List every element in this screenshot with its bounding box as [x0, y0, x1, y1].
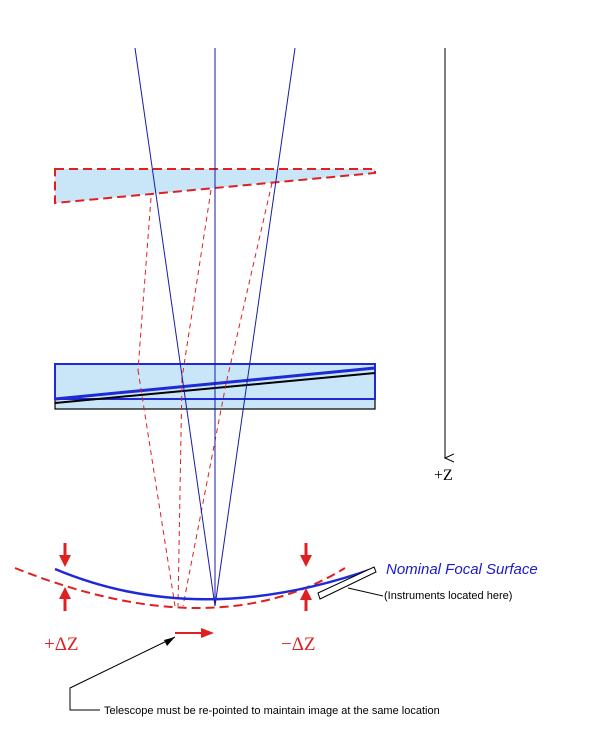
right-delta-arrows: [300, 543, 312, 611]
telescope-note-leader-arrowhead: [164, 637, 175, 646]
telescope-note-leader: [69, 636, 176, 711]
left-delta-arrows: [59, 543, 71, 611]
instrument-box: [317, 566, 377, 600]
instruments-label: (Instruments located here): [384, 590, 512, 602]
repoint-arrow: [175, 628, 214, 638]
nominal-focal-surface-label: Nominal Focal Surface: [386, 561, 538, 578]
plus-delta-z-label: +ΔZ: [44, 634, 79, 655]
converging-rays: [134, 47, 296, 607]
displaced-rays: [137, 182, 273, 607]
minus-delta-z-label: −ΔZ: [281, 634, 316, 655]
instrument-leader: [347, 587, 384, 597]
telescope-note: Telescope must be re-pointed to maintain…: [104, 705, 440, 717]
z-axis-label: +Z: [434, 467, 453, 484]
nominal-focal-surface: [54, 566, 376, 601]
